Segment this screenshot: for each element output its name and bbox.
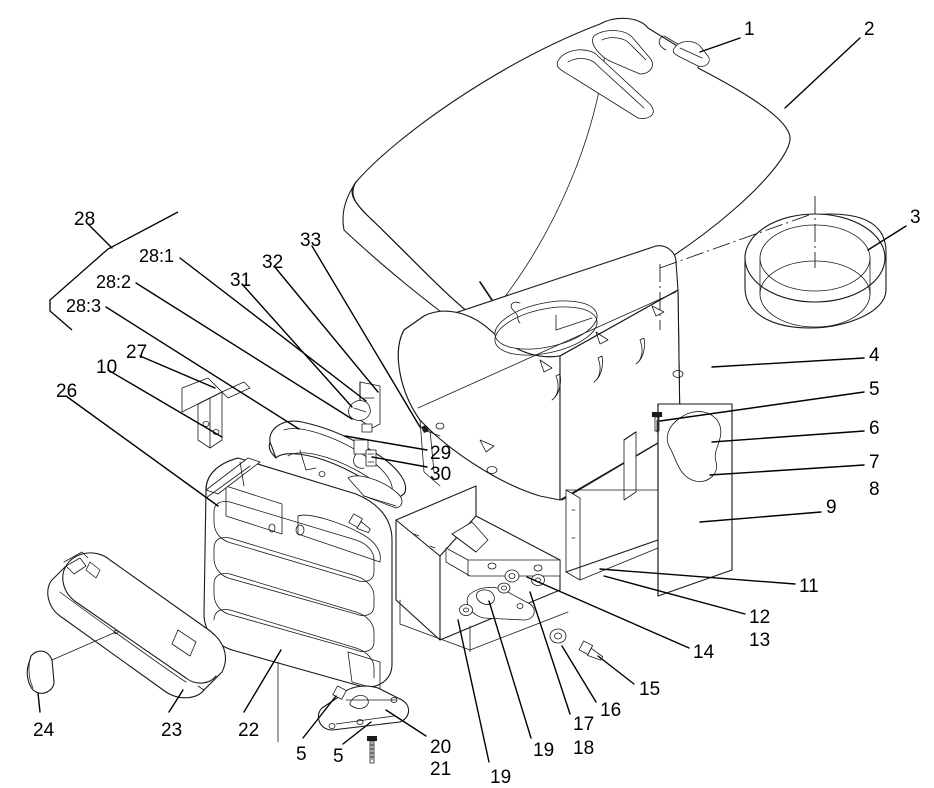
- callout-label-6: 6: [869, 418, 880, 439]
- leader-line-28-2: [135, 282, 353, 420]
- leader-line-10: [107, 369, 223, 438]
- callout-label-26: 26: [56, 381, 78, 402]
- cap-plug: [26, 631, 117, 694]
- callout-label-1: 1: [744, 19, 755, 40]
- leader-line-5: [342, 721, 372, 745]
- callout-label-14: 14: [693, 642, 715, 663]
- callout-label-5: 5: [333, 746, 344, 767]
- leader-line-3: [867, 225, 907, 251]
- leader-line-24: [37, 692, 41, 713]
- callout-label-27: 27: [126, 342, 148, 363]
- leader-line-12: [603, 575, 746, 615]
- callout-label-28-3: 28:3: [66, 296, 102, 316]
- leader-line-31: [241, 283, 353, 408]
- leader-line-6: [711, 430, 865, 443]
- leader-line-4: [711, 357, 865, 368]
- callout-label-29: 29: [430, 443, 452, 464]
- callout-label-28: 28: [74, 209, 96, 230]
- callout-label-13: 13: [749, 630, 771, 651]
- callout-label-5: 5: [869, 379, 880, 400]
- leader-line-20: [385, 709, 427, 737]
- shroud-assembly: [268, 381, 441, 509]
- leader-line-1: [699, 37, 741, 53]
- bracket-28-marker: [49, 211, 179, 331]
- callout-label-33: 33: [300, 230, 322, 251]
- callout-label-17: 17: [573, 714, 595, 735]
- leader-line-30: [371, 456, 428, 468]
- callout-label-23: 23: [161, 720, 183, 741]
- callout-label-4: 4: [869, 345, 880, 366]
- callout-label-10: 10: [96, 357, 118, 378]
- upper-panel: [397, 245, 684, 501]
- callout-leader-lines: [37, 37, 907, 763]
- center-frame: [395, 485, 603, 661]
- callout-label-20: 20: [430, 737, 452, 758]
- leader-line-22: [243, 649, 282, 713]
- callout-label-30: 30: [430, 464, 452, 485]
- leader-line-29: [344, 435, 428, 451]
- left-brackets: [181, 377, 251, 449]
- leader-line-9: [699, 511, 822, 523]
- callout-label-24: 24: [33, 720, 55, 741]
- leader-line-33: [311, 245, 421, 428]
- callout-label-19: 19: [533, 740, 555, 761]
- lower-bracket-plate: [277, 661, 410, 764]
- callout-label-19: 19: [490, 767, 512, 788]
- leader-line-2: [784, 37, 861, 109]
- leader-line-28-1: [179, 257, 367, 402]
- callout-label-9: 9: [826, 497, 837, 518]
- callout-label-12: 12: [749, 607, 771, 628]
- callout-label-18: 18: [573, 738, 595, 759]
- leader-line-23: [168, 689, 184, 713]
- front-bumper: [47, 551, 226, 699]
- callout-label-2: 2: [864, 19, 875, 40]
- leader-line-17: [529, 591, 571, 715]
- callout-label-21: 21: [430, 759, 452, 780]
- callout-label-8: 8: [869, 479, 880, 500]
- hood-assembly: [342, 17, 791, 338]
- callout-label-7: 7: [869, 452, 880, 473]
- leader-line-28-3: [105, 306, 300, 430]
- leader-line-19: [457, 619, 490, 763]
- leader-line-32: [273, 265, 379, 393]
- leader-line-26: [65, 395, 219, 507]
- right-side-panel: [565, 403, 733, 597]
- callout-label-3: 3: [910, 207, 921, 228]
- leader-line-16: [561, 645, 597, 703]
- leader-line-19: [488, 600, 532, 739]
- leader-line-14: [526, 576, 690, 649]
- callout-label-32: 32: [262, 252, 284, 273]
- callout-label-31: 31: [230, 270, 252, 291]
- leader-line-11: [599, 568, 796, 585]
- callout-label-15: 15: [639, 679, 661, 700]
- callout-label-28-2: 28:2: [96, 272, 132, 292]
- leader-line-27: [139, 355, 216, 389]
- callout-label-16: 16: [600, 700, 622, 721]
- grille: [203, 457, 393, 711]
- callout-label-5: 5: [296, 744, 307, 765]
- callout-label-28-1: 28:1: [139, 246, 175, 266]
- leader-line-5: [302, 695, 337, 739]
- leader-line-5: [659, 391, 865, 422]
- leader-line-28: [87, 223, 113, 249]
- callout-label-11: 11: [799, 576, 819, 597]
- leader-line-7: [709, 464, 865, 476]
- callout-label-22: 22: [238, 720, 260, 741]
- leader-line-15: [597, 655, 635, 685]
- ring-gasket: [659, 196, 887, 330]
